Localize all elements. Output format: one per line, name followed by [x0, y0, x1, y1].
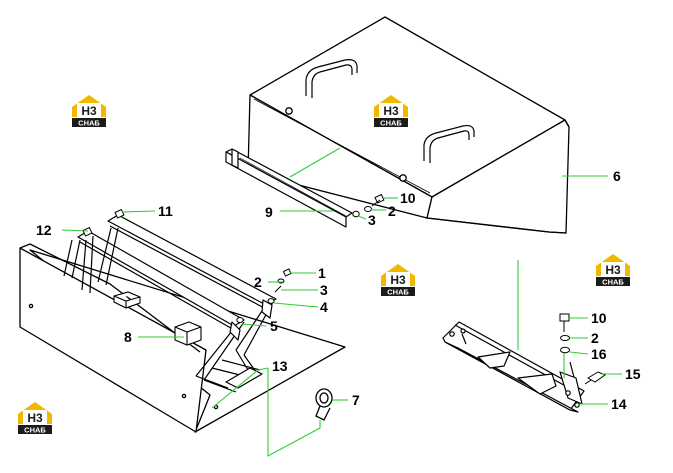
washer-2-lower [560, 335, 570, 341]
fastener-5 [236, 317, 244, 323]
lower-links [195, 349, 261, 393]
callout-3-upper-rod: 3 [320, 282, 328, 298]
rail-hole-2 [460, 328, 466, 334]
leader-4 [273, 302, 319, 308]
rail-tab-right [517, 373, 557, 395]
callout-5: 5 [270, 318, 278, 334]
cross-bar-front [225, 151, 347, 228]
rod-upper [107, 214, 277, 306]
tray-front-wall [19, 247, 207, 433]
leader-lines [61, 147, 622, 457]
hood-handle-left [305, 59, 358, 98]
callout-8: 8 [124, 329, 132, 345]
leader-13 [211, 367, 321, 457]
tray-back-edge [19, 243, 201, 353]
rail-assembly [442, 321, 585, 413]
washer-16 [560, 346, 570, 354]
callout-7: 7 [352, 392, 360, 408]
hood-bolt-right [399, 174, 407, 182]
rail-inner [454, 324, 581, 401]
leader-3b [357, 215, 367, 220]
callout-16: 16 [591, 346, 607, 362]
rail-hole-1 [449, 331, 455, 337]
leader-5 [241, 323, 267, 327]
nut-3-upper [352, 210, 360, 218]
rod-fasteners [82, 208, 292, 323]
strut-left-a [63, 227, 119, 294]
fastener-1 [282, 268, 292, 277]
watermark-logo-1 [72, 95, 106, 128]
cross-bar [225, 148, 353, 228]
support-struts [63, 214, 277, 393]
callout-3-bar: 3 [368, 212, 376, 228]
leader-11 [121, 210, 156, 213]
hood-handle-right [423, 124, 475, 163]
eye-bolt-ring [315, 388, 333, 408]
callout-1: 1 [318, 265, 326, 281]
bar-fastener-stack [352, 193, 385, 218]
tray-blocks [113, 291, 202, 346]
rail-hole-3 [565, 390, 571, 396]
fastener-4 [267, 298, 275, 304]
tray-hole-1 [28, 303, 34, 309]
rail-flange [444, 341, 579, 413]
tray-block-upper [113, 291, 141, 309]
callout-12: 12 [36, 222, 52, 238]
watermark-logo-3 [381, 264, 415, 297]
eye-bolt-shank [315, 405, 331, 421]
tray-hole-2 [181, 393, 187, 399]
callout-15: 15 [625, 366, 641, 382]
callout-14: 14 [611, 396, 627, 412]
cross-bar-end [231, 148, 239, 169]
rail-tab-mid [477, 351, 511, 369]
watermark-logo-5 [18, 402, 52, 435]
watermark-logo-4 [596, 254, 630, 287]
callout-4: 4 [320, 299, 328, 315]
callout-10-bar: 10 [400, 190, 416, 206]
callout-9: 9 [265, 204, 273, 220]
pin-15 [584, 371, 607, 385]
strut-base-plate [225, 367, 263, 389]
leader-hood-bar [289, 147, 341, 178]
strut-right-a [195, 299, 275, 381]
callout-10-rail: 10 [591, 310, 607, 326]
callout-2-bar: 2 [388, 203, 396, 219]
callout-6: 6 [613, 168, 621, 184]
callout-2-upper-rod: 2 [254, 274, 262, 290]
hood-bolt-left [285, 107, 293, 115]
callout-11: 11 [158, 203, 173, 219]
callout-labels: 1 2 3 4 5 6 7 8 9 10 2 3 11 12 13 10 2 1… [36, 168, 641, 412]
hood-rim [426, 119, 570, 234]
bolt-10-lower [559, 313, 570, 322]
fastener-3 [274, 285, 282, 293]
callout-13: 13 [272, 358, 288, 374]
fastener-12 [82, 226, 93, 237]
callout-2-rail: 2 [591, 330, 599, 346]
eye-bolt [315, 388, 333, 421]
leader-12 [61, 229, 89, 232]
bolt-10-upper [374, 193, 385, 204]
washer-2-upper [364, 206, 372, 212]
tray-block-lower [174, 321, 202, 346]
leader-16 [569, 351, 589, 355]
